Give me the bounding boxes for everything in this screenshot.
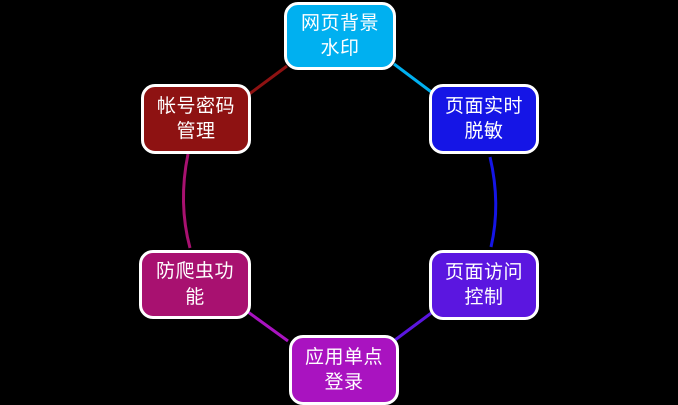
node-account-label: 帐号密码 管理: [156, 94, 235, 142]
node-sso-label: 应用单点 登录: [304, 345, 383, 393]
node-anticrawler-label: 防爬虫功 能: [155, 260, 234, 308]
connector-sso-to-anticrawler: [247, 310, 289, 343]
connector-watermark-to-masking: [393, 62, 435, 96]
node-access-label: 页面访问 控制: [444, 260, 523, 308]
connector-anticrawler-to-account: [182, 153, 192, 249]
node-masking-label: 页面实时 脱敏: [444, 94, 523, 142]
node-watermark[interactable]: 网页背景 水印: [284, 2, 396, 70]
connector-account-to-watermark: [247, 64, 288, 97]
node-anticrawler[interactable]: 防爬虫功 能: [139, 250, 251, 319]
node-sso[interactable]: 应用单点 登录: [289, 335, 399, 405]
node-account[interactable]: 帐号密码 管理: [141, 84, 251, 154]
node-masking[interactable]: 页面实时 脱敏: [429, 84, 539, 154]
node-watermark-label: 网页背景 水印: [300, 11, 379, 59]
connector-access-to-sso: [394, 309, 435, 342]
node-access[interactable]: 页面访问 控制: [429, 250, 539, 320]
connector-masking-to-access: [488, 156, 498, 248]
